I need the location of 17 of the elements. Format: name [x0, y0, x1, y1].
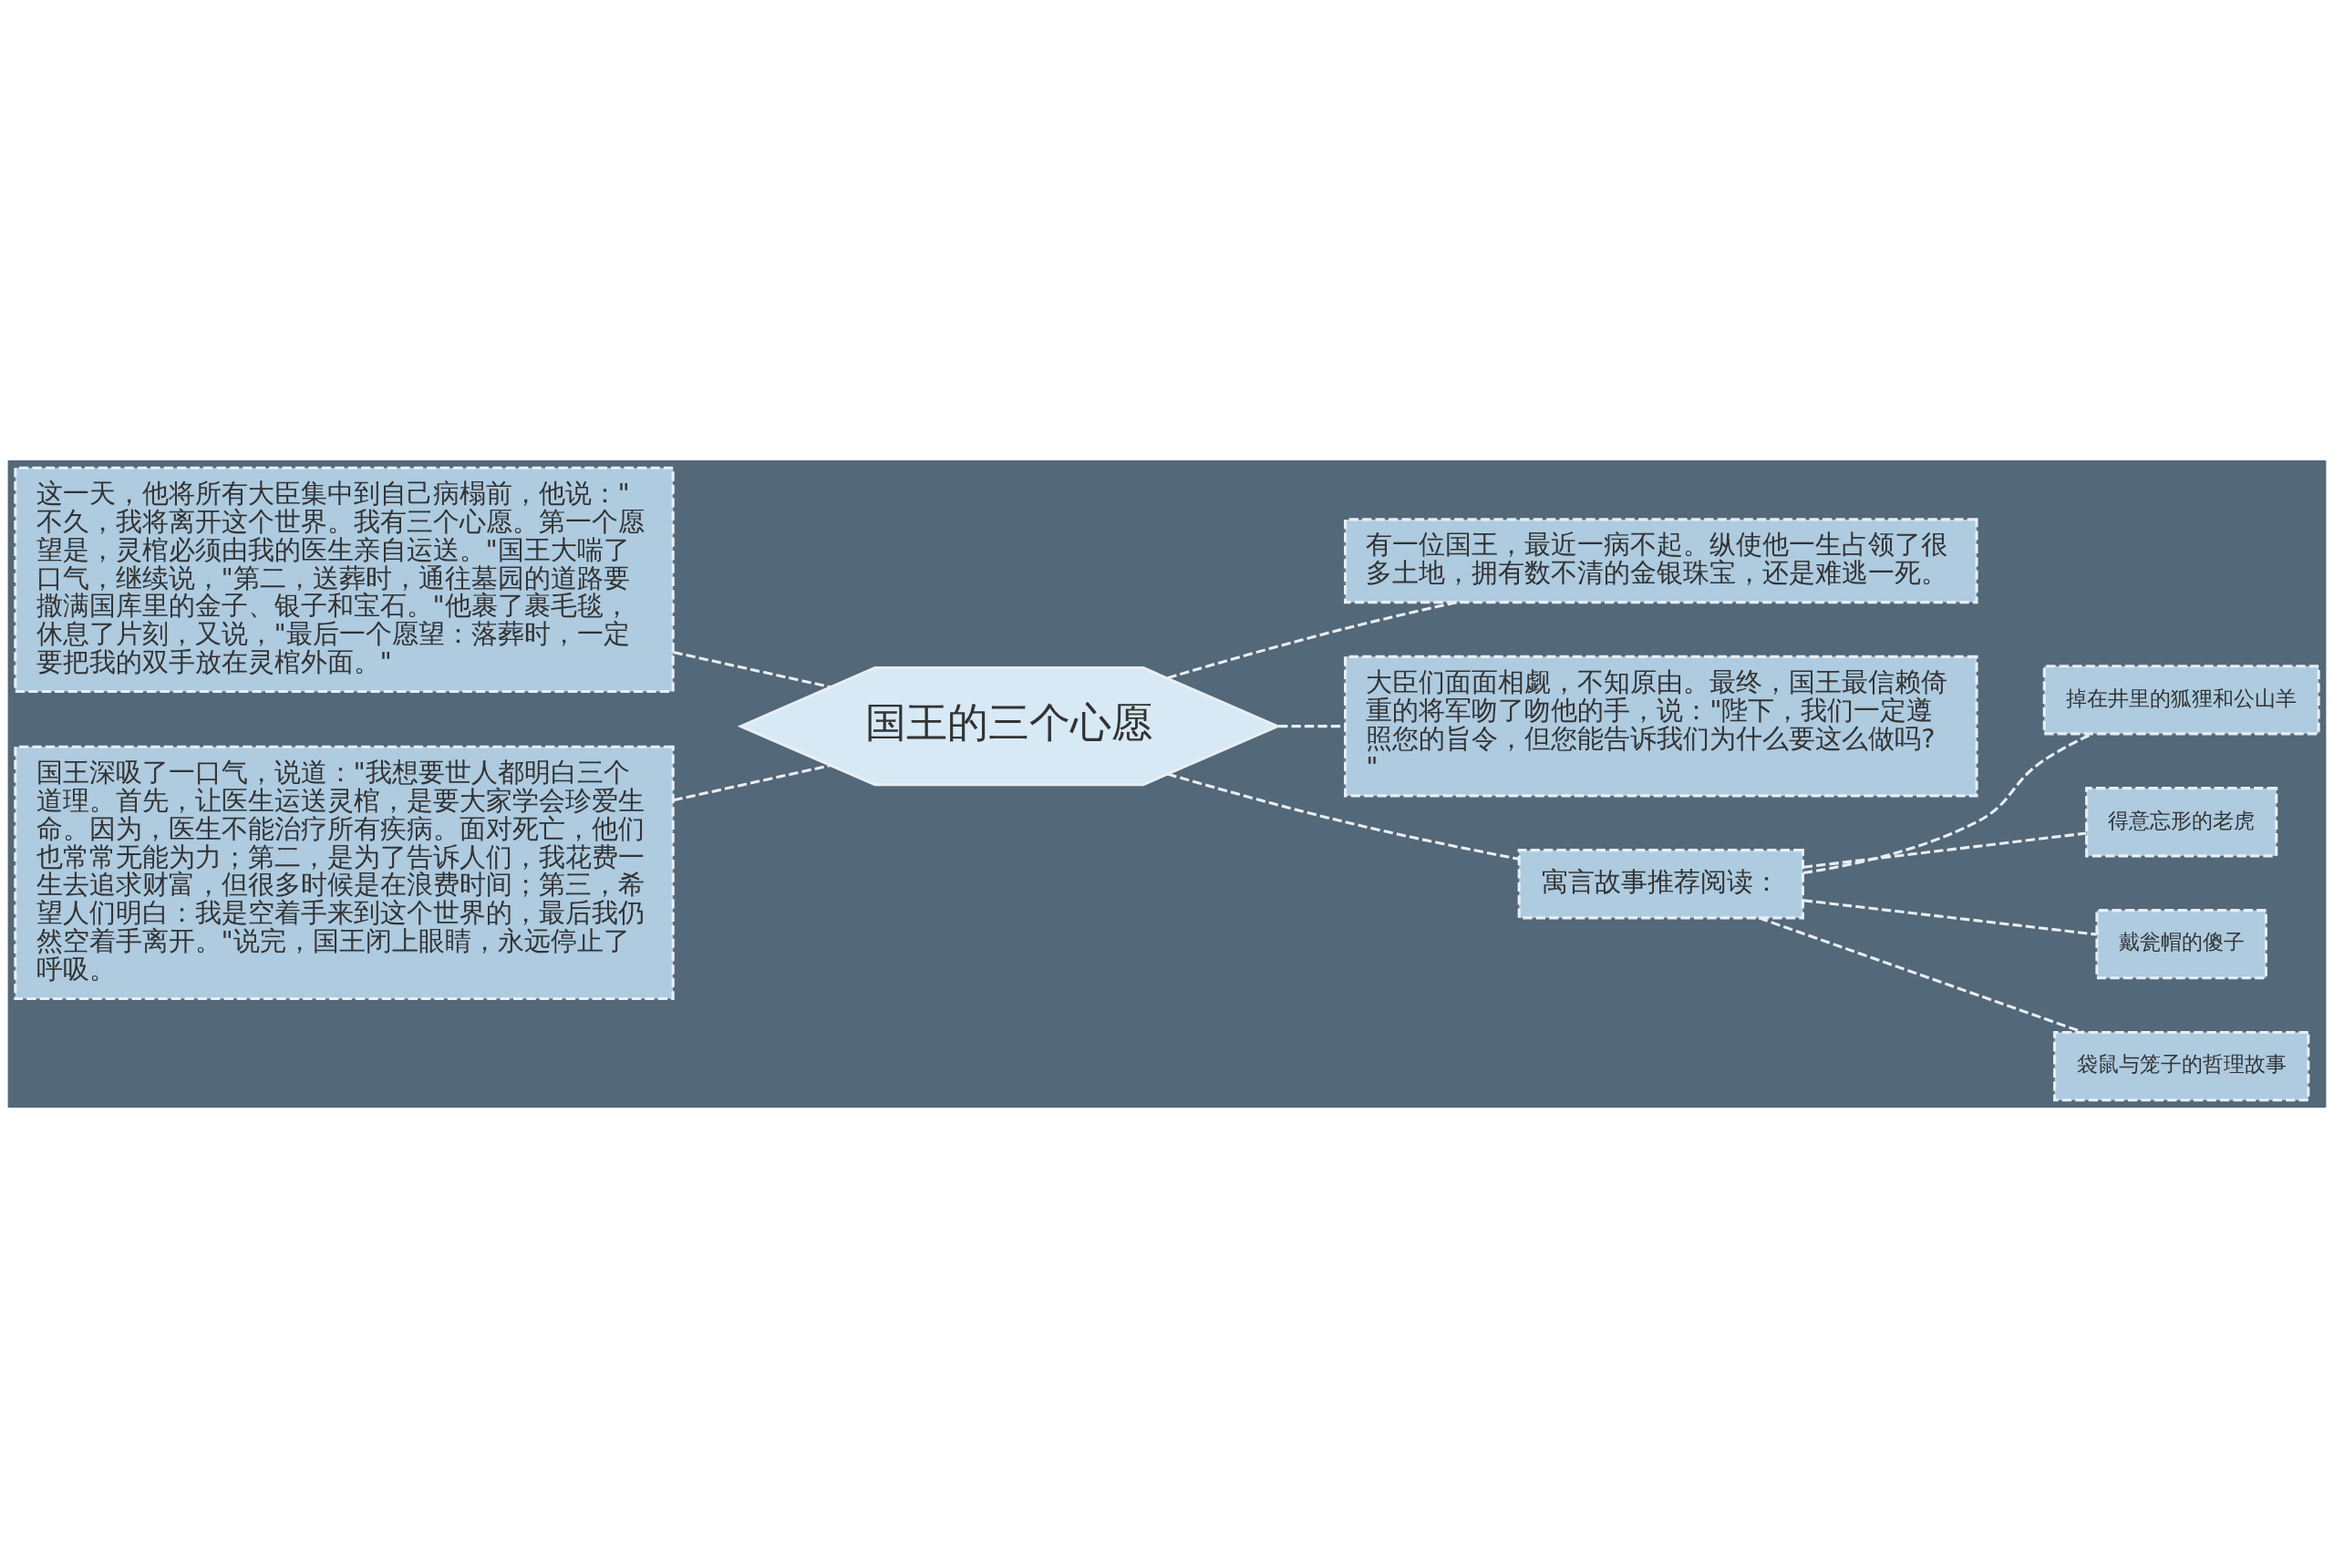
connector	[1802, 899, 2097, 936]
connector	[1167, 772, 1520, 861]
node-box: 戴瓮帽的傻子	[2095, 909, 2267, 980]
node-box: 这一天，他将所有大臣集中到自己病榻前，他说："不久，我将离开这个世界。我有三个心愿。第一个愿望是，灵棺必须由我的医生亲自运送。"国王大喘了口气，继续说，"第二，送葬时，通往墓园的道路要撒满国库里的金子、银子和宝石。"他裹了裹毛毯，休息了片刻，又说，"最后一个愿望：落葬时，一定要把我的双手放在灵棺外面。"	[14, 466, 675, 694]
node-box: 掉在井里的狐狸和公山羊	[2042, 665, 2320, 736]
node-box: 大臣们面面相觑，不知原由。最终，国王最信赖倚重的将军吻了吻他的手，说："陛下，我们一定遵照您的旨令，但您能告诉我们为什么要这么做吗?"	[1344, 655, 1978, 798]
connector	[1758, 916, 2084, 1034]
node-box: 得意忘形的老虎	[2085, 787, 2278, 858]
connector	[673, 764, 831, 802]
node-box: 寓言故事推荐阅读：	[1517, 849, 1804, 920]
node-box: 国王深吸了一口气，说道："我想要世人都明白三个道理。首先，让医生运送灵棺，是要大家学会珍爱生命。因为，医生不能治疗所有疾病。面对死亡，他们也常常无能为力；第二，是为了告诉人们，我花费一生去追求财富，但很多时候是在浪费时间；第三，希望人们明白：我是空着手来到这个世界的，最后我仍然空着手离开。"说完，国王闭上眼睛，永远停止了呼吸。	[14, 745, 675, 1000]
connector	[673, 650, 831, 689]
connector	[1167, 601, 1458, 680]
node-box: 袋鼠与笼子的哲理故事	[2053, 1031, 2310, 1102]
connector	[1802, 831, 2087, 869]
node-box: 有一位国王，最近一病不起。纵使他一生占领了很多土地，拥有数不清的金银珠宝，还是难逃一死。	[1344, 518, 1978, 604]
connector	[1802, 732, 2092, 874]
